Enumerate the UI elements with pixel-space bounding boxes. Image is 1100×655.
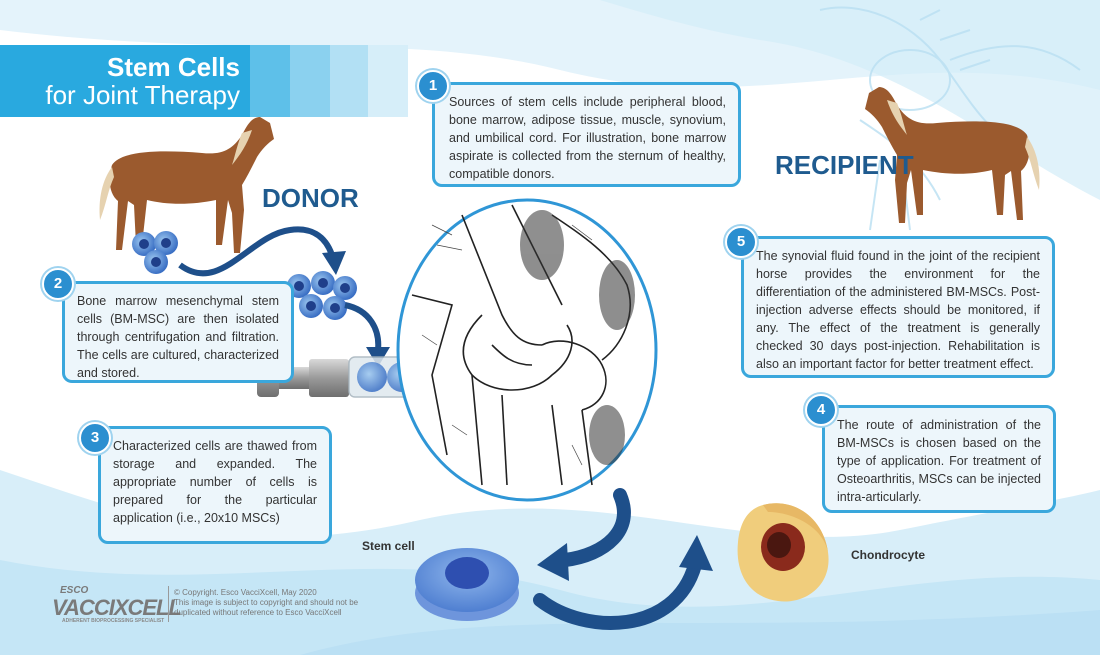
title-stripe-2 xyxy=(290,45,330,117)
logo-brand-top: ESCO xyxy=(60,585,89,596)
step-3-text: Characterized cells are thawed from stor… xyxy=(113,439,317,525)
title-stripe-1 xyxy=(250,45,290,117)
copyright-text: © Copyright. Esco VacciXcell, May 2020 T… xyxy=(174,588,394,618)
copyright-line-1: © Copyright. Esco VacciXcell, May 2020 xyxy=(174,588,317,597)
recipient-label: RECIPIENT xyxy=(775,150,914,180)
step-3-box: Characterized cells are thawed from stor… xyxy=(98,426,332,544)
logo-brand-main: VACCIXCELL xyxy=(52,595,182,620)
copyright-line-3: duplicated without reference to Esco Vac… xyxy=(174,608,342,617)
stem-cell-icon xyxy=(415,548,519,621)
title-line-2: for Joint Therapy xyxy=(45,80,240,110)
step-5-box: The synovial fluid found in the joint of… xyxy=(741,236,1055,378)
step-4-text: The route of administration of the BM-MS… xyxy=(837,418,1041,504)
step-1-box: Sources of stem cells include peripheral… xyxy=(432,82,741,187)
step-4-box: The route of administration of the BM-MS… xyxy=(822,405,1056,513)
donor-label: DONOR xyxy=(262,183,359,213)
title-stripe-4 xyxy=(368,45,408,117)
step-1-badge: 1 xyxy=(417,70,449,102)
cell-cluster-small-icon xyxy=(132,231,178,274)
step-2-text: Bone marrow mesenchymal stem cells (BM-M… xyxy=(77,294,279,380)
step-1-text: Sources of stem cells include peripheral… xyxy=(449,95,726,181)
copyright-line-2: This image is subject to copyright and s… xyxy=(174,598,359,607)
step-3-badge: 3 xyxy=(79,422,111,454)
logo-tagline: ADHERENT BIOPROCESSING SPECIALIST xyxy=(62,618,165,624)
logo-divider xyxy=(168,586,169,622)
step-2-badge: 2 xyxy=(42,268,74,300)
horse-donor-icon xyxy=(99,117,274,253)
chondrocyte-label: Chondrocyte xyxy=(851,548,926,562)
arrow-donor-to-culture xyxy=(178,226,346,277)
step-5-badge: 5 xyxy=(725,226,757,258)
differentiation-arrows xyxy=(533,488,713,630)
chondrocyte-icon xyxy=(737,503,829,602)
step-5-text: The synovial fluid found in the joint of… xyxy=(756,249,1040,371)
knee-joint-icon xyxy=(396,198,658,502)
stem-cell-label: Stem cell xyxy=(362,539,415,553)
step-2-box: Bone marrow mesenchymal stem cells (BM-M… xyxy=(62,281,294,383)
title-line-1: Stem Cells xyxy=(107,52,240,82)
horse-recipient-icon xyxy=(865,87,1040,223)
step-4-badge: 4 xyxy=(805,394,837,426)
title-stripe-3 xyxy=(330,45,368,117)
title-banner xyxy=(0,45,250,117)
